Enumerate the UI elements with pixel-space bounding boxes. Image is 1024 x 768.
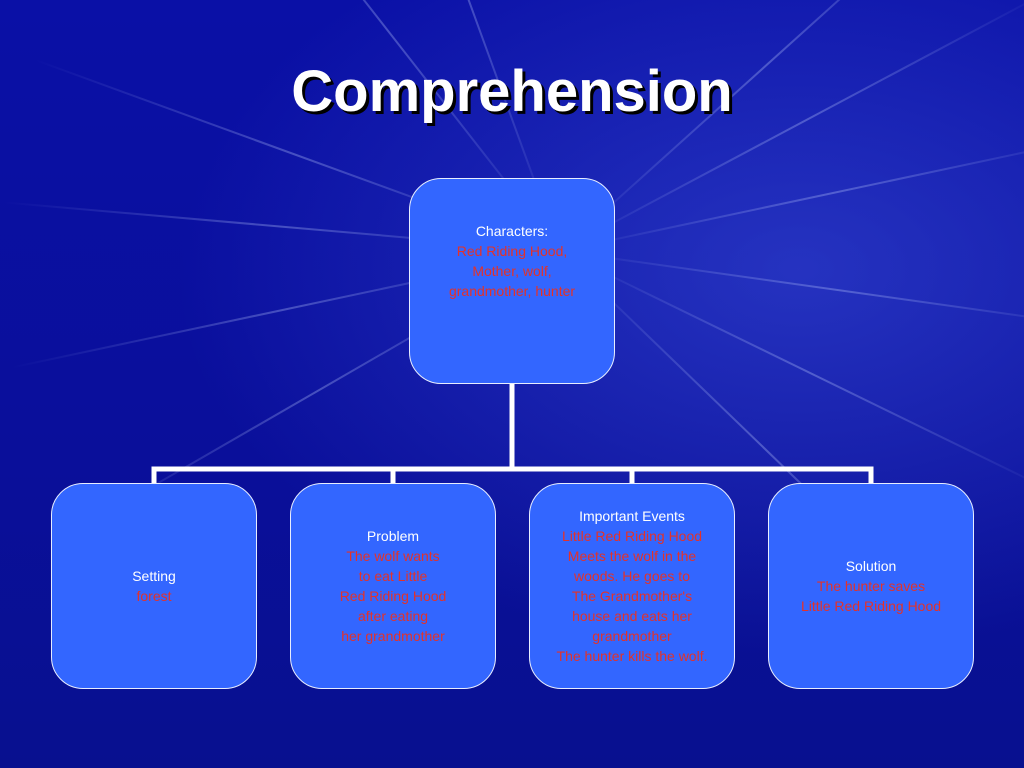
solution-line: The hunter saves: [816, 578, 926, 594]
problem-line: Red Riding Hood: [339, 588, 447, 604]
problem-line: The wolf wants: [346, 548, 440, 564]
characters-heading: Characters:: [475, 223, 549, 239]
problem-line: her grandmother: [341, 628, 445, 644]
characters-box: Characters: Red Riding Hood, Mother, wol…: [409, 178, 615, 384]
slide-title: Comprehension: [291, 59, 733, 124]
important-events-box: Important Events Little Red Riding Hood …: [529, 483, 735, 689]
problem-line: to eat Little: [358, 568, 428, 584]
characters-line: Mother, wolf,: [472, 263, 552, 279]
important-events-line: grandmother: [592, 628, 672, 644]
problem-box: Problem The wolf wants to eat Little Red…: [290, 483, 496, 689]
important-events-line: The hunter kills the wolf.: [556, 648, 708, 664]
setting-box: Setting forest: [51, 483, 257, 689]
important-events-line: house and eats her: [572, 608, 692, 624]
characters-line: grandmother, hunter: [448, 283, 576, 299]
important-events-line: Little Red Riding Hood: [561, 528, 703, 544]
important-events-line: The Grandmother's: [571, 588, 693, 604]
problem-heading: Problem: [366, 528, 420, 544]
important-events-line: woods. He goes to: [574, 568, 690, 584]
solution-box: Solution The hunter saves Little Red Rid…: [768, 483, 974, 689]
problem-line: after eating: [357, 608, 429, 624]
solution-heading: Solution: [845, 558, 897, 574]
characters-line: Red Riding Hood,: [456, 243, 568, 259]
solution-line: Little Red Riding Hood: [800, 598, 942, 614]
setting-line: forest: [136, 588, 172, 604]
important-events-line: Meets the wolf in the: [567, 548, 697, 564]
important-events-heading: Important Events: [579, 508, 685, 524]
setting-heading: Setting: [132, 568, 176, 584]
